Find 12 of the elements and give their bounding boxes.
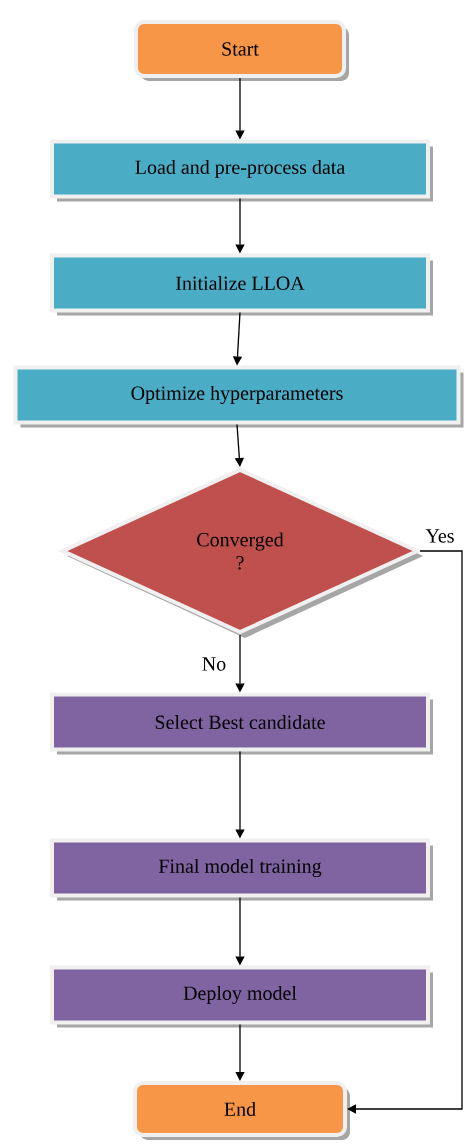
process-box: Load and pre-process data [50,139,433,202]
edge-label: Yes [423,527,457,545]
process-box: Final model training [50,838,433,901]
arrow [347,550,463,1114]
edge-label: No [199,655,229,673]
process-box: Deploy model [50,965,433,1028]
process-box: Optimize hyperparameters [13,365,464,428]
process-box: Select Best candidate [50,692,433,755]
arrow [235,1023,245,1081]
terminal-box: End [133,1081,350,1140]
process-box: Initialize LLOA [50,253,433,316]
terminal-box: Start [134,20,349,81]
